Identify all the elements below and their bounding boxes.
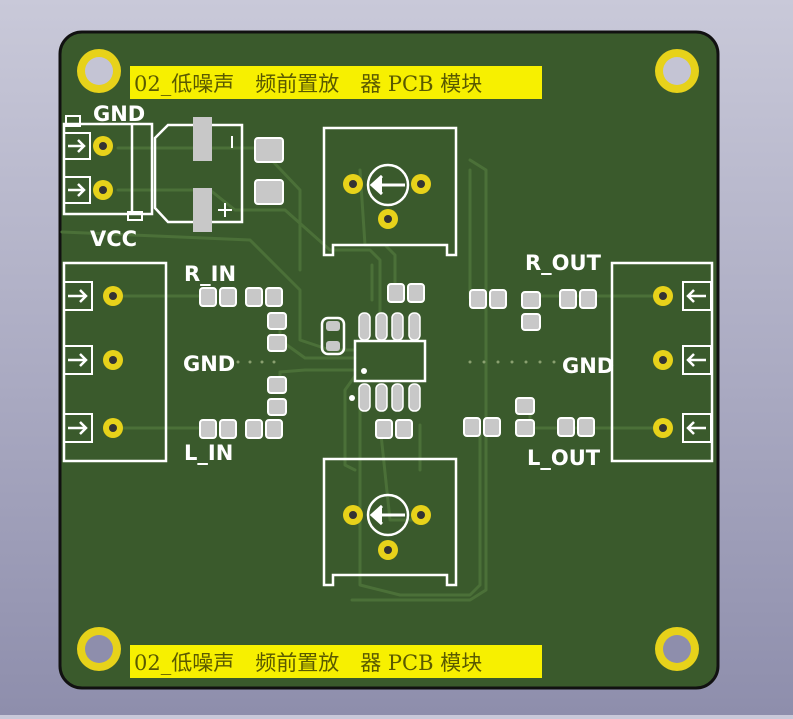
smd-footprint [199, 287, 237, 307]
smd-pad [395, 419, 413, 439]
smd-pad [579, 289, 597, 309]
smd-pad [265, 419, 283, 439]
smd-footprint [245, 419, 283, 439]
banner-bottom-text: 02_低噪声 频前置放 器 PCB 模块 [134, 651, 482, 675]
smd-components [199, 283, 597, 439]
title-banner-bottom: 02_低噪声 频前置放 器 PCB 模块 [130, 645, 542, 678]
smd-pad [219, 287, 237, 307]
smd-footprint [463, 417, 501, 437]
smd-footprint [557, 417, 595, 437]
smd-footprint [559, 289, 597, 309]
l-in-label: L_IN [184, 441, 233, 465]
mounting-hole-icon [77, 49, 121, 93]
smd-pad [267, 398, 287, 416]
smd-pad [463, 417, 481, 437]
smd-footprint [267, 376, 287, 416]
smd-footprint [469, 289, 507, 309]
arrow-right-icon [63, 176, 91, 204]
arrow-left-icon [682, 345, 712, 375]
smd-footprint [245, 287, 283, 307]
smd-pad [267, 334, 287, 352]
mounting-hole-icon [77, 627, 121, 671]
smd-pad [245, 419, 263, 439]
smd-pad [469, 289, 487, 309]
ground-stitching [236, 360, 556, 364]
potentiometer-arrow-icon [366, 493, 410, 537]
pcb-board [58, 30, 720, 690]
power-connector [62, 115, 154, 221]
mounting-hole-icon [655, 627, 699, 671]
smd-pad [199, 287, 217, 307]
input-connector [62, 261, 168, 463]
electrolytic-capacitor [153, 117, 284, 232]
gnd-left-label: GND [183, 352, 235, 376]
potentiometer-arrow-icon [366, 163, 410, 207]
smd-pad [521, 291, 541, 309]
banner-top-text: 02_低噪声 频前置放 器 PCB 模块 [134, 72, 482, 96]
gnd-right-label: GND [562, 354, 614, 378]
smd-pad [483, 417, 501, 437]
smd-footprint [375, 419, 413, 439]
smd-pad [387, 283, 405, 303]
output-connector [610, 261, 714, 463]
smd-pad [407, 283, 425, 303]
smd-footprint [199, 419, 237, 439]
arrow-left-icon [682, 281, 712, 311]
smd-footprint [267, 312, 287, 352]
small-capacitor [320, 316, 346, 356]
smd-pad [557, 417, 575, 437]
smd-pad [577, 417, 595, 437]
smd-footprint [521, 291, 541, 331]
potentiometer-bottom [322, 457, 458, 587]
smd-pad [265, 287, 283, 307]
mounting-hole-icon [655, 49, 699, 93]
smd-pad [245, 287, 263, 307]
arrow-right-icon [63, 281, 93, 311]
smd-pad [489, 289, 507, 309]
smd-footprint [515, 397, 535, 437]
power-gnd-label: GND [93, 102, 145, 126]
smd-pad [515, 419, 535, 437]
arrow-left-icon [682, 413, 712, 443]
smd-pad [521, 313, 541, 331]
smd-pad [199, 419, 217, 439]
l-out-label: L_OUT [527, 446, 601, 470]
potentiometer-top [322, 126, 458, 257]
smd-pad [559, 289, 577, 309]
smd-pad [219, 419, 237, 439]
arrow-right-icon [63, 132, 91, 160]
smd-pad [267, 312, 287, 330]
smd-pad [375, 419, 393, 439]
r-in-label: R_IN [184, 262, 236, 286]
arrow-right-icon [63, 345, 93, 375]
r-out-label: R_OUT [525, 251, 602, 275]
smd-pad [515, 397, 535, 415]
smd-footprint [387, 283, 425, 303]
arrow-right-icon [63, 413, 93, 443]
power-vcc-label: VCC [90, 227, 137, 251]
smd-pad [267, 376, 287, 394]
op-amp-ic [349, 312, 427, 412]
title-banner-top: 02_低噪声 频前置放 器 PCB 模块 [130, 66, 542, 99]
